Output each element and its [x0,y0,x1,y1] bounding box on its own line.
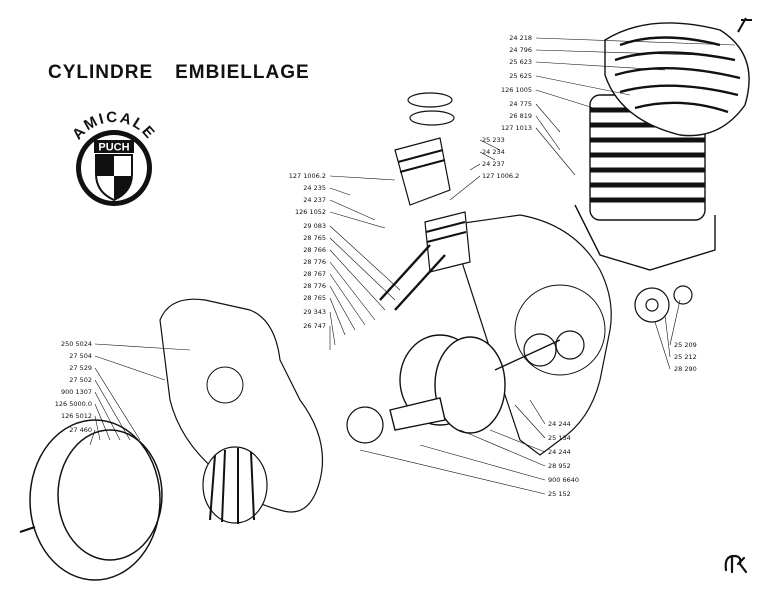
piston-2 [424,211,471,273]
part-number: 24 244 [548,420,571,428]
part-number: 27 529 [69,364,92,372]
part-number: 27 504 [69,352,92,360]
part-number: 24 796 [509,46,532,54]
piston-ring-1 [407,92,453,108]
part-number: 25 233 [482,136,505,144]
page-title: CYLINDRE EMBIELLAGE [48,62,310,84]
part-number: 28 952 [548,462,571,470]
piston-ring-2 [409,110,455,126]
part-number: 126 5012 [60,412,92,420]
part-number: 25 212 [674,353,697,361]
part-number: 27 460 [69,426,92,434]
part-number: 127 1006.2 [288,172,326,180]
flywheel-cover [29,419,163,581]
crankcase-right [449,214,612,456]
part-number: 26 747 [303,322,326,330]
part-number: 25 209 [674,341,697,349]
part-number: 24 235 [303,184,326,192]
part-number: 25 134 [548,434,571,442]
part-number: 24 244 [548,448,571,456]
part-number: 250 5024 [60,340,92,348]
part-number: 24 218 [509,34,532,42]
bearing-right [523,333,557,367]
part-number: 126 1052 [294,208,326,216]
cover-screw [19,526,36,533]
part-number: 900 1307 [60,388,92,396]
part-number: 28 765 [303,294,326,302]
part-number: 25 625 [509,72,532,80]
cylinder-head [604,22,750,137]
part-number: 28 776 [303,282,326,290]
part-number: 24 775 [509,100,532,108]
magneto-rotor [202,446,268,524]
part-number: 29 343 [303,308,326,316]
part-number: 24 237 [482,160,505,168]
head-bolt [737,17,752,33]
sprocket [634,285,693,323]
part-number: 28 765 [303,234,326,242]
part-number: 26 819 [509,112,532,120]
part-number: 27 502 [69,376,92,384]
part-number: 25 623 [509,58,532,66]
part-number: 28 766 [303,246,326,254]
part-number: 29 083 [303,222,326,230]
part-number: 28 776 [303,258,326,266]
part-number: 127 1006.2 [482,172,520,180]
part-number: 24 237 [303,196,326,204]
part-number: 126 1005 [500,86,532,94]
crankshaft [389,334,561,434]
part-number: 25 152 [548,490,571,498]
connecting-rod [379,244,446,311]
title-word-embiellage: EMBIELLAGE [175,62,310,83]
part-number: 24 234 [482,148,505,156]
bearing-left [346,406,384,444]
part-number: 127 1013 [500,124,532,132]
part-number: 28 767 [303,270,326,278]
part-number: 900 6640 [548,476,580,484]
part-number: 126 5000.0 [54,400,92,408]
publisher-monogram [724,554,748,574]
leader-lines [89,37,736,495]
title-word-cylindre: CYLINDRE [48,62,154,83]
part-number: 28 290 [674,365,697,373]
piston-1 [394,137,451,206]
amicale-puch-logo: AMICALE PUCH [69,109,157,206]
logo-badge-text: PUCH [98,142,129,154]
